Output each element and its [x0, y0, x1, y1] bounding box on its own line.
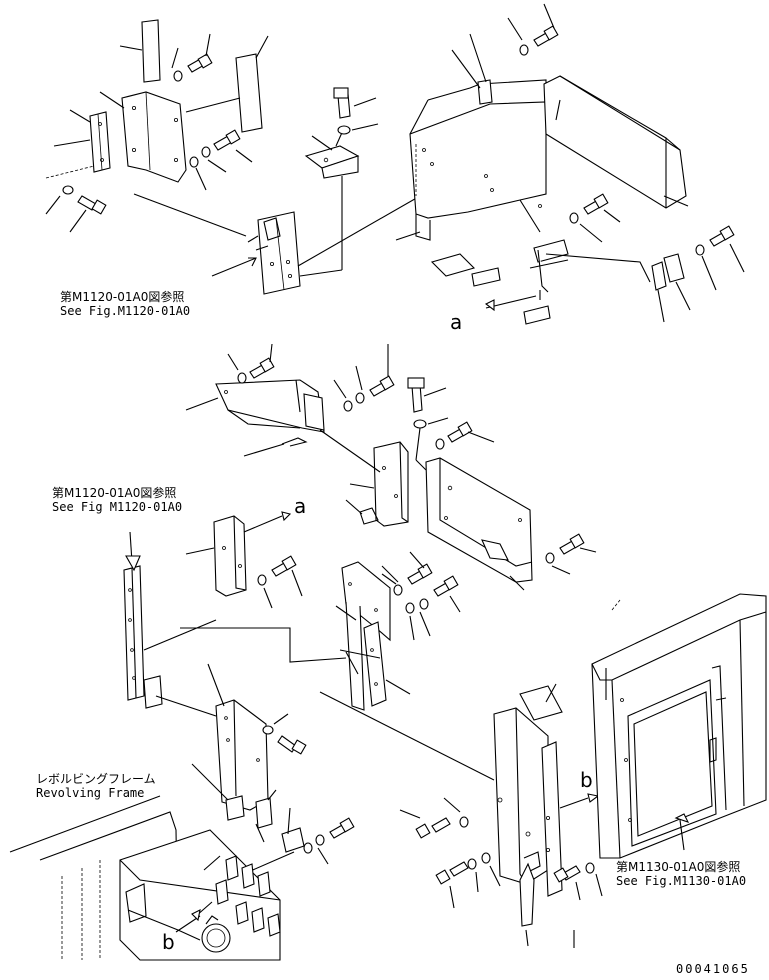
revolving-frame — [9, 795, 281, 961]
marker-a-middle: a — [294, 494, 307, 518]
bolt-icon — [189, 129, 253, 191]
reference-3-jp: 第M1130-01A0図参照 — [616, 860, 741, 874]
reference-2-en: See Fig M1120-01A0 — [52, 500, 183, 514]
bolt-icon — [333, 344, 395, 412]
bolt-icon — [545, 533, 597, 575]
top-right-housing — [395, 3, 745, 325]
marker-b-bottom: b — [162, 930, 175, 954]
bolt-icon — [569, 193, 621, 243]
bolt-icon — [435, 852, 501, 909]
bolt-icon — [227, 343, 275, 384]
bolt-icon — [553, 862, 603, 901]
drawing-code: 00041065 — [676, 962, 750, 976]
center-tall-bracket — [180, 551, 461, 711]
center-mount-bracket — [211, 211, 301, 295]
revolving-frame-en: Revolving Frame — [36, 786, 145, 800]
bolt-icon — [399, 797, 469, 839]
bolt-icon — [507, 3, 559, 56]
revolving-frame-label: レボルビングフレーム Revolving Frame — [36, 772, 156, 800]
reference-2: 第M1120-01A0図参照 See Fig M1120-01A0 — [52, 486, 182, 514]
angle-bracket — [297, 87, 421, 277]
revolving-frame-jp: レボルビングフレーム — [36, 772, 156, 786]
reference-3-en: See Fig.M1130-01A0 — [616, 874, 747, 888]
lower-left-bracket — [191, 663, 355, 887]
left-column-bracket — [123, 531, 217, 717]
reference-1-en: See Fig.M1120-01A0 — [60, 304, 191, 318]
operator-cab-frame — [591, 593, 767, 859]
reference-1: 第M1120-01A0図参照 See Fig.M1120-01A0 — [60, 290, 190, 318]
right-cover-panel — [319, 683, 603, 948]
middle-duct-group — [185, 343, 597, 591]
top-left-bracket-group — [45, 19, 269, 237]
bolt-icon — [381, 551, 433, 614]
bolt-icon — [45, 165, 107, 233]
bolt-icon — [435, 421, 495, 450]
marker-a-top: a — [450, 310, 463, 334]
reference-1-jp: 第M1120-01A0図参照 — [60, 290, 185, 304]
bolt-icon — [257, 555, 303, 609]
bolt-icon — [287, 807, 355, 865]
bolt-icon — [695, 225, 745, 291]
reference-2-jp: 第M1120-01A0図参照 — [52, 486, 177, 500]
bolt-icon — [171, 33, 213, 82]
bolt-icon — [262, 713, 307, 755]
reference-3: 第M1130-01A0図参照 See Fig.M1130-01A0 — [616, 860, 746, 888]
bolt-icon — [409, 575, 461, 641]
marker-b-right: b — [580, 768, 593, 792]
plate-a — [185, 511, 303, 609]
